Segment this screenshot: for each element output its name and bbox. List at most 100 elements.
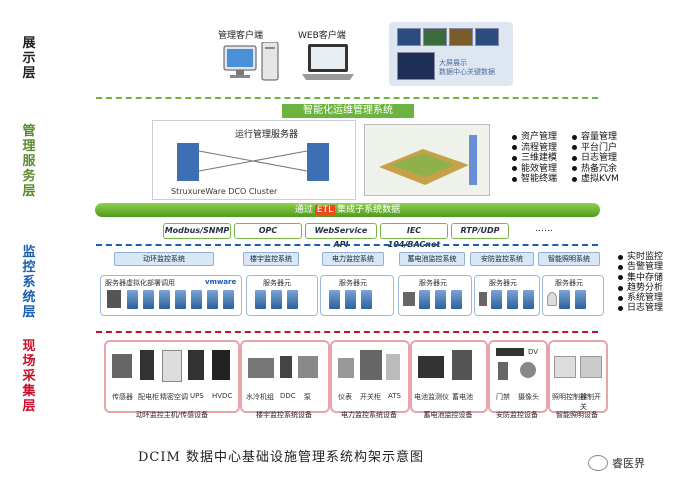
list-item: 平台门户 xyxy=(572,143,619,154)
watermark-text: 睿医界 xyxy=(612,457,645,470)
server-icon xyxy=(559,290,570,309)
subsystem-power: 电力监控系统 xyxy=(322,252,384,266)
device-icon xyxy=(140,350,154,380)
protocol-webservice: WebService API xyxy=(305,223,377,249)
bigscreen-thumb xyxy=(449,28,473,46)
cluster-name: StruxureWare DCO Cluster xyxy=(171,187,278,196)
server-icon xyxy=(127,290,138,309)
server-icon xyxy=(451,290,462,309)
web-client-label: WEB客户端 xyxy=(298,31,346,41)
monitor-group-security: 服务器元 xyxy=(474,275,540,316)
field-group-power: 仪表 开关柜 ATS xyxy=(330,340,410,413)
device-icon xyxy=(162,350,182,382)
list-item: 能效管理 xyxy=(512,164,557,175)
layer-label-field: 现场采集层 xyxy=(22,339,36,414)
device-label: 电池监测仪 xyxy=(414,393,449,401)
monitor-group-power: 服务器元 xyxy=(320,275,394,316)
device-label: 精密空调 xyxy=(160,393,188,401)
3d-floorplan-icon xyxy=(379,135,477,185)
mgmt-client-label: 管理客户端 xyxy=(218,31,264,41)
protocol-modbus: Modbus/SNMP xyxy=(163,223,231,239)
camera-icon xyxy=(520,362,536,378)
device-label: 泵 xyxy=(304,393,311,401)
server-cluster-box: 运行管理服务器 StruxureWare DCO Cluster xyxy=(152,120,356,200)
device-icon xyxy=(554,356,576,378)
laptop-icon xyxy=(302,44,354,80)
subsystem-lighting: 智能照明系统 xyxy=(538,252,600,266)
device-label: 水冷机组 xyxy=(246,393,274,401)
camera-icon xyxy=(479,292,487,306)
field-caption-lighting: 智能照明设备 xyxy=(556,411,598,419)
server-icon xyxy=(223,290,234,309)
device-icon xyxy=(580,356,602,378)
field-group-lighting: 照明控制器 控制开关 xyxy=(548,340,608,413)
server-icon xyxy=(361,290,372,309)
field-group-building: 水冷机组 DDC 泵 xyxy=(240,340,330,413)
device-icon xyxy=(248,358,274,378)
device-icon xyxy=(386,354,400,380)
list-item: 流程管理 xyxy=(512,143,557,154)
list-item: 日志管理 xyxy=(618,303,663,313)
device-label: 仪表 xyxy=(338,393,352,401)
divider-monitoring xyxy=(96,331,598,333)
field-caption-power: 电力监控系统设备 xyxy=(341,411,397,419)
dv-label: DV xyxy=(528,348,539,356)
list-item: 容量管理 xyxy=(572,132,619,143)
monitor-group-lighting: 服务器元 xyxy=(542,275,604,316)
list-item: 虚拟KVM xyxy=(572,174,619,185)
bigscreen-thumb xyxy=(475,28,499,46)
list-item: 实时监控 xyxy=(618,252,663,262)
server-icon xyxy=(287,290,298,309)
device-label: 照明控制器 xyxy=(552,393,587,401)
3d-model-view xyxy=(364,124,490,196)
monitor-group-virtual: 服务器虚拟化部署调用 vmware xyxy=(100,275,242,316)
device-icon xyxy=(452,350,472,380)
device-icon xyxy=(188,350,204,380)
server-icon xyxy=(419,290,430,309)
subsystem-security: 安防监控系统 xyxy=(470,252,534,266)
list-item: 资产管理 xyxy=(512,132,557,143)
server-icon xyxy=(159,290,170,309)
list-item: 智能终端 xyxy=(512,174,557,185)
server-icon xyxy=(107,290,121,308)
server-icon xyxy=(191,290,202,309)
server-icon xyxy=(271,290,282,309)
layer-label-management: 管理服务层 xyxy=(22,124,36,199)
field-caption-battery: 蓄电池监控设备 xyxy=(423,411,473,419)
field-caption-building: 楼宇监控系统设备 xyxy=(256,411,312,419)
bigscreen-caption: 数据中心关键数据 xyxy=(439,68,495,76)
group-label: 服务器元 xyxy=(419,279,447,287)
device-icon xyxy=(298,356,318,378)
server-icon xyxy=(175,290,186,309)
access-control-icon xyxy=(498,362,508,380)
server-icon xyxy=(143,290,154,309)
device-icon xyxy=(418,356,444,378)
etl-tag: ETL xyxy=(314,205,336,215)
device-label: 蓄电池 xyxy=(452,393,473,401)
group-label: 服务器元 xyxy=(555,279,583,287)
layer-label-monitoring: 监控系统层 xyxy=(22,245,36,320)
management-banner: 智能化运维管理系统 xyxy=(282,104,414,118)
dvr-icon xyxy=(496,348,524,356)
server-icon xyxy=(523,290,534,309)
device-label: 传感器 xyxy=(112,393,133,401)
list-item: 集中存储 xyxy=(618,273,663,283)
subsystem-env: 动环监控系统 xyxy=(114,252,214,266)
server-icon xyxy=(329,290,340,309)
feature-list-right: 容量管理 平台门户 日志管理 热备冗余 虚拟KVM xyxy=(572,132,619,185)
device-icon xyxy=(360,350,382,380)
field-group-battery: 电池监测仪 蓄电池 xyxy=(410,340,488,413)
protocol-rtp: RTP/UDP xyxy=(451,223,509,239)
device-icon xyxy=(112,354,132,378)
device-icon xyxy=(338,358,354,378)
field-group-env: 传感器 配电柜 精密空调 UPS HVDC xyxy=(104,340,240,413)
bigscreen-caption: 大屏展示 xyxy=(439,59,467,67)
monitor-group-building: 服务器元 xyxy=(246,275,318,316)
diagram-caption: DCIM 数据中心基础设施管理系统构架示意图 xyxy=(138,450,424,465)
field-caption-env: 动环监控主机/传感设备 xyxy=(135,411,209,419)
device-label: UPS xyxy=(190,392,204,400)
subsystem-battery: 蓄电池监控系统 xyxy=(399,252,465,266)
bigscreen-thumb xyxy=(423,28,447,46)
device-label: 控制开关 xyxy=(580,393,601,411)
